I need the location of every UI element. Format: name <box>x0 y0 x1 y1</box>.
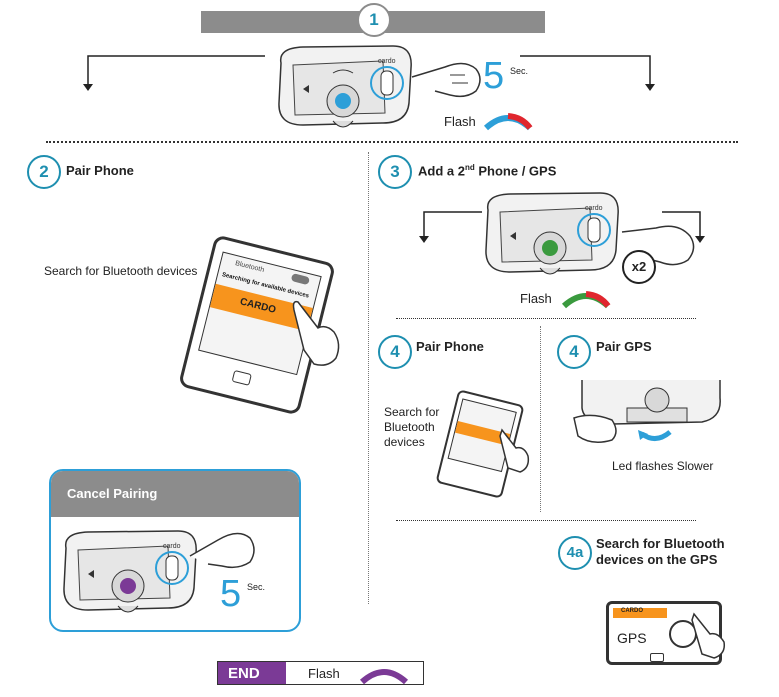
flash-indicator-purple <box>359 669 409 685</box>
step1-seconds: 5 <box>483 55 505 97</box>
flash-indicator-blue-red <box>483 113 533 131</box>
step3-times-badge: x2 <box>622 250 656 284</box>
cancel-pairing-title: Cancel Pairing <box>67 486 158 501</box>
svg-text:cardo: cardo <box>585 205 603 212</box>
cancel-pairing-header: Cancel Pairing <box>51 471 299 517</box>
step3-title-suffix: Phone / GPS <box>474 163 557 179</box>
step2-number: 2 <box>27 155 61 189</box>
phone-device-name: CARDO <box>238 296 278 316</box>
step3-title-sup: nd <box>464 163 475 172</box>
step4a-number: 4a <box>558 536 592 570</box>
step1-right-arrow <box>520 55 655 91</box>
step1-flash-label: Flash <box>444 114 476 129</box>
step2-instruction: Search for Bluetooth devices <box>44 264 198 278</box>
end-bar: END Flash <box>217 661 424 685</box>
step4-phone-instruction: Search for Bluetooth devices <box>384 405 440 449</box>
cancel-sec-unit: Sec. <box>247 582 266 592</box>
end-label-box: END <box>218 662 286 684</box>
separator-step3 <box>396 318 696 319</box>
phone-home-button <box>231 369 252 386</box>
hand-icon <box>411 62 481 98</box>
gps-label: GPS <box>617 630 647 646</box>
step4-gps-number: 4 <box>557 335 591 369</box>
cancel-seconds: 5 <box>220 573 242 615</box>
separator-vertical-right <box>540 326 541 512</box>
gps-device-name: CARDO <box>621 608 643 614</box>
separator-vertical-mid <box>368 152 369 604</box>
separator-top <box>46 141 738 143</box>
step3-number: 3 <box>378 155 412 189</box>
step4-phone-number: 4 <box>378 335 412 369</box>
intercom-device: cardo <box>63 530 197 613</box>
phone-toggle <box>290 273 311 286</box>
step3-title: Add a 2nd Phone / GPS <box>418 163 556 178</box>
step3-left-arrow <box>419 211 482 243</box>
hand-icon <box>621 225 695 266</box>
step3-right-arrow <box>662 211 705 243</box>
gps-home-button <box>650 653 664 662</box>
end-flash-label: Flash <box>308 666 340 681</box>
step3-title-prefix: Add a 2 <box>418 163 465 179</box>
intercom-device: cardo <box>485 192 619 275</box>
svg-text:cardo: cardo <box>378 58 396 65</box>
intercom-device: cardo <box>278 45 412 128</box>
hand-icon <box>292 300 340 366</box>
phone-bt-header: Bluetooth <box>234 260 265 274</box>
intercom-device-bottom <box>573 380 721 443</box>
step1-sec-unit: Sec. <box>510 66 529 76</box>
gps-device-row[interactable]: CARDO <box>613 608 667 618</box>
svg-text:cardo: cardo <box>163 543 181 550</box>
step1-left-arrow <box>83 55 265 91</box>
hand-icon <box>499 428 530 473</box>
flash-indicator-green-red <box>561 291 611 309</box>
step4a-title: Search for Bluetooth devices on the GPS <box>596 536 725 567</box>
step2-title: Pair Phone <box>66 163 134 178</box>
step4-gps-title: Pair GPS <box>596 339 652 354</box>
hand-icon <box>189 532 255 569</box>
separator-step4 <box>396 520 696 521</box>
hand-icon <box>691 612 726 659</box>
step1-number: 1 <box>357 3 391 37</box>
step4-gps-caption: Led flashes Slower <box>612 459 714 473</box>
step3-flash-label: Flash <box>520 291 552 306</box>
step4-phone-title: Pair Phone <box>416 339 484 354</box>
end-label: END <box>228 665 260 682</box>
